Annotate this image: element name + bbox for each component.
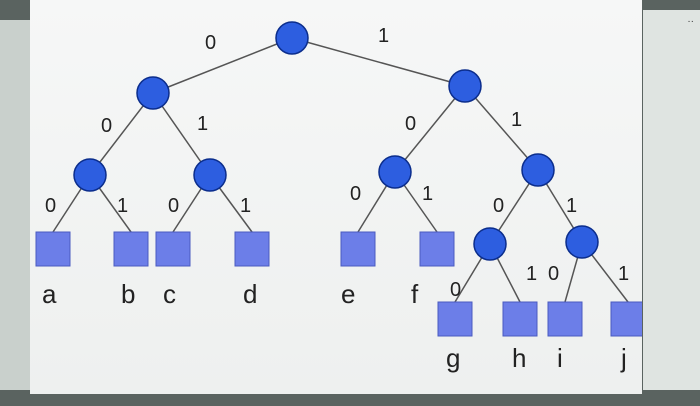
tree-node-lr — [193, 158, 227, 192]
leaf-label-g: g — [446, 343, 460, 373]
tree-node-rr — [521, 153, 555, 187]
edge-label-ll-right: 1 — [117, 195, 128, 217]
leaf-label-e: e — [341, 279, 355, 309]
edge-label-root-left: 0 — [205, 32, 216, 54]
edge-label-rrl-left: 0 — [450, 279, 461, 301]
edge-label-lr-right: 1 — [240, 195, 251, 217]
leaf-label-a: a — [42, 279, 57, 309]
leaf-label-c: c — [163, 279, 176, 309]
edge-label-l1-right: 1 — [197, 113, 208, 135]
tree-node-l1 — [136, 76, 170, 110]
edge-label-l1-left: 0 — [101, 115, 112, 137]
edge-root-left — [152, 37, 293, 94]
edge-r1-right — [464, 85, 539, 171]
tree-diagram: 0 1 0 1 0 1 0 1 0 1 0 1 0 1 0 1 0 1 a b … — [30, 0, 642, 394]
more-icon: ·· — [687, 16, 694, 27]
leaf-label-i: i — [557, 343, 563, 373]
leaf-e — [340, 231, 376, 267]
tree-node-rrl — [473, 227, 507, 261]
edge-r1-left — [394, 85, 466, 173]
left-panel — [0, 20, 30, 390]
edge-label-rl-right: 1 — [422, 183, 433, 205]
leaf-label-h: h — [512, 343, 526, 373]
edge-label-rl-left: 0 — [350, 183, 361, 205]
leaf-label-j: j — [620, 343, 627, 373]
tree-node-ll — [73, 158, 107, 192]
leaf-h — [502, 301, 538, 337]
leaf-g — [437, 301, 473, 337]
leaf-i — [547, 301, 583, 337]
edge-label-rrr-left: 0 — [548, 263, 559, 285]
tree-node-root — [275, 21, 309, 55]
edge-label-rr-left: 0 — [493, 195, 504, 217]
edge-label-lr-left: 0 — [168, 195, 179, 217]
edge-label-r1-left: 0 — [405, 113, 416, 135]
edge-label-rrl-right: 1 — [526, 263, 537, 285]
tree-node-rl — [378, 155, 412, 189]
edge-label-root-right: 1 — [378, 25, 389, 47]
leaf-f — [419, 231, 455, 267]
tree-svg: 0 1 0 1 0 1 0 1 0 1 0 1 0 1 0 1 0 1 a b … — [35, 21, 642, 373]
right-panel: ·· — [643, 10, 700, 390]
tree-node-rrr — [565, 225, 599, 259]
leaf-a — [35, 231, 71, 267]
edge-label-r1-right: 1 — [511, 109, 522, 131]
edge-root-right — [291, 37, 466, 87]
leaf-j — [610, 301, 642, 337]
leaf-c — [155, 231, 191, 267]
edge-label-rr-right: 1 — [566, 195, 577, 217]
leaf-b — [113, 231, 149, 267]
leaf-label-b: b — [121, 279, 135, 309]
edge-label-ll-left: 0 — [45, 195, 56, 217]
edge-label-rrr-right: 1 — [618, 263, 629, 285]
leaf-d — [234, 231, 270, 267]
tree-node-r1 — [448, 69, 482, 103]
leaf-label-d: d — [243, 279, 257, 309]
edge-l1-left — [89, 92, 154, 176]
leaf-label-f: f — [411, 279, 419, 309]
